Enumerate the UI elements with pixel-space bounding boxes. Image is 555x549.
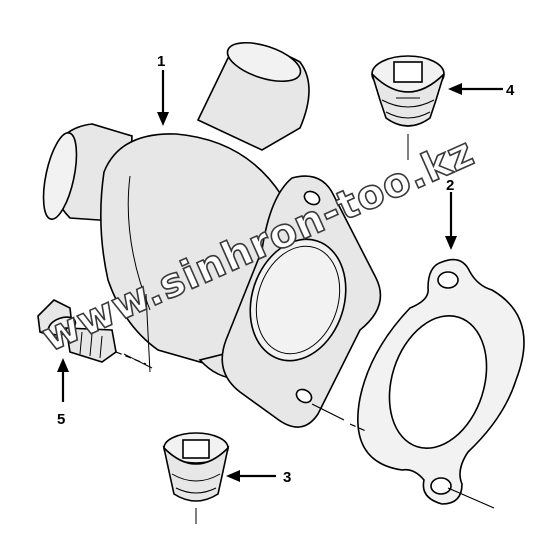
callout-4: 4 [506,82,515,99]
callout-2: 2 [446,177,454,194]
callout-arrows [57,70,503,482]
bolt [37,299,117,363]
callout-1: 1 [157,53,165,70]
callout-5: 5 [57,411,65,428]
thermostat-housing [42,41,382,428]
plug-lower [162,432,230,524]
gasket [357,258,525,505]
plug-upper [371,55,445,160]
assembly-lines [115,351,495,509]
callout-3: 3 [283,469,291,486]
